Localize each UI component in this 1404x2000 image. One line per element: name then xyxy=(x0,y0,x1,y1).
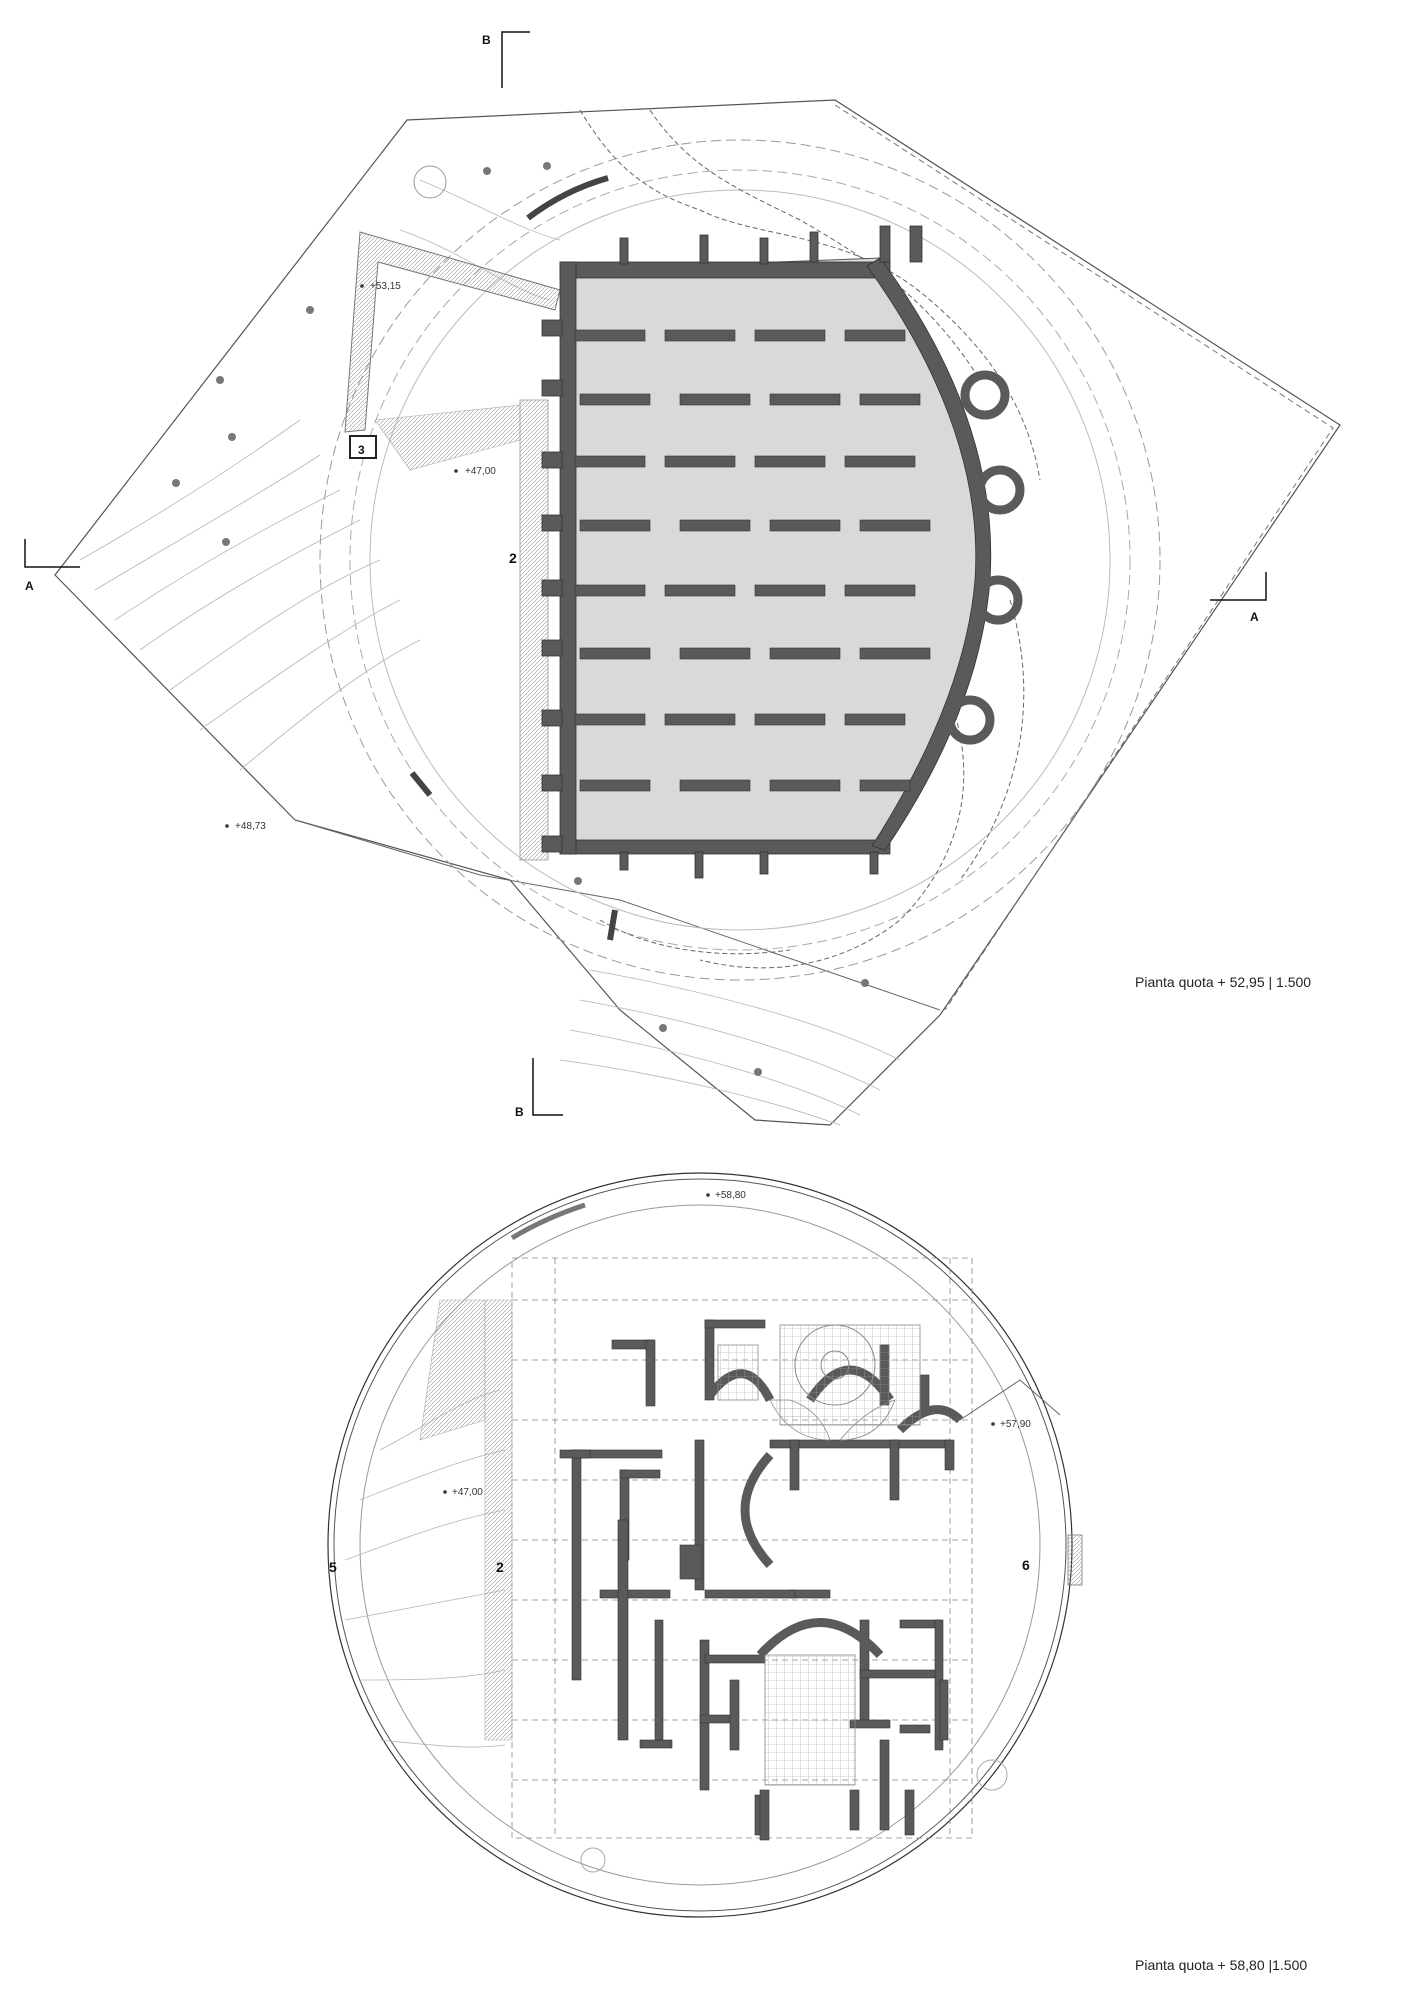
elevation-label: +47,00 xyxy=(465,466,496,477)
elevation-label: +53,15 xyxy=(370,281,401,292)
hatched-arc-top xyxy=(510,1202,586,1241)
tree-outline xyxy=(580,1847,606,1873)
elevation-dots-bottom xyxy=(443,1193,995,1494)
room-label: 6 xyxy=(1022,1557,1030,1573)
inner-circle xyxy=(359,1204,1041,1886)
bottom-plan: +58,80 +57,90 +47,00 5 2 6 Pianta quota … xyxy=(327,1172,1307,1973)
elevation-dots xyxy=(225,284,458,828)
tree-outline xyxy=(976,1759,1008,1791)
terrain-contours-bottom xyxy=(344,1389,506,1748)
trees xyxy=(172,162,869,1076)
room-label: 2 xyxy=(509,550,517,566)
elevation-label: +48,73 xyxy=(235,821,266,832)
pier-rows xyxy=(574,329,931,792)
hatched-area-left xyxy=(419,1299,486,1441)
section-markers xyxy=(24,31,1267,1116)
wall-segment xyxy=(409,771,433,797)
section-mark-label: B xyxy=(515,1105,524,1119)
outer-ring-dashed xyxy=(319,139,1161,981)
plan-caption: Pianta quota + 52,95 | 1.500 xyxy=(1135,974,1311,990)
elevation-label: +57,90 xyxy=(1000,1419,1031,1430)
boundary-inner-line xyxy=(294,819,941,1011)
hatched-strip xyxy=(484,1299,513,1741)
room-3-box xyxy=(349,435,377,459)
stair-right xyxy=(1067,1534,1083,1586)
section-mark-label: A xyxy=(25,579,34,593)
room-label: 3 xyxy=(358,443,365,457)
rotunda xyxy=(794,1324,876,1406)
room-label: 2 xyxy=(496,1559,504,1575)
elevation-label: +47,00 xyxy=(452,1487,483,1498)
site-boundary-dashed xyxy=(834,104,1334,1011)
hatched-plaza xyxy=(374,404,521,471)
room-label: 5 xyxy=(329,1559,337,1575)
tree-outline xyxy=(413,165,447,199)
ruins-walls xyxy=(559,1319,955,1841)
section-mark-label: A xyxy=(1250,610,1259,624)
middle-ring-dashed xyxy=(349,169,1131,951)
plan-caption: Pianta quota + 58,80 |1.500 xyxy=(1135,1957,1307,1973)
main-hall-walls xyxy=(541,225,1025,879)
rotunda-fan-right xyxy=(839,1399,896,1441)
mosaic-floor-lower xyxy=(764,1654,856,1786)
top-plan: +53,15 +47,00 +48,73 2 3 A A B B Pianta … xyxy=(24,31,1341,1126)
boundary-line xyxy=(959,1379,1061,1421)
site-boundary xyxy=(54,99,1341,1126)
section-mark-label: B xyxy=(482,33,491,47)
elevation-label: +58,80 xyxy=(715,1190,746,1201)
rotunda-fan-left xyxy=(769,1399,831,1441)
outer-circle-inner xyxy=(333,1178,1067,1912)
mosaic-floor-small xyxy=(717,1344,759,1401)
hatched-path-vertical xyxy=(519,399,549,861)
wall-segment xyxy=(607,909,618,941)
rotunda-inner xyxy=(820,1350,850,1380)
curved-wall-top xyxy=(526,175,609,221)
